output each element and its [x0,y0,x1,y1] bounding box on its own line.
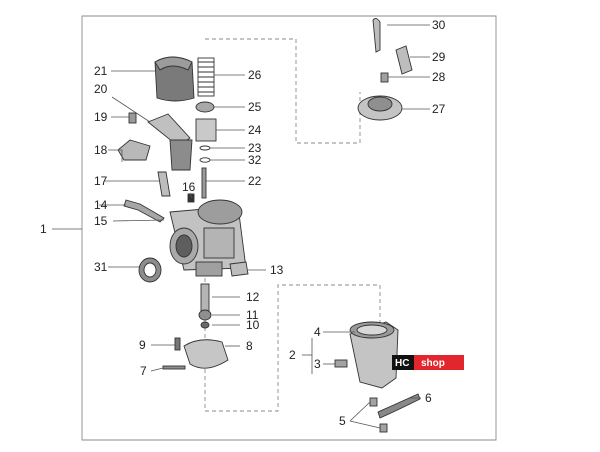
callout-31: 31 [94,260,108,274]
bowl-group-dashed-box [204,250,381,412]
carburetor-body-part [169,199,247,277]
float-pin-part [162,365,186,370]
throttle-spring-part [197,57,215,97]
hc-shop-watermark: HC shop [392,355,464,370]
spring-retainer-part [195,101,215,113]
throttle-link-dashed-box [205,38,361,144]
callout-25: 25 [248,100,262,114]
drain-hose-part [377,393,421,419]
callout-13: 13 [270,263,284,277]
callout-6: 6 [425,391,432,405]
choke-plunger-part [147,113,191,147]
callout-4: 4 [314,325,321,339]
callout-22: 22 [248,174,262,188]
callout-10: 10 [246,318,260,332]
main-jet-part [198,309,212,321]
drain-screw-part [334,359,348,368]
fuel-fitting-part [229,261,249,277]
callout-8: 8 [246,339,253,353]
callout-7: 7 [140,364,147,378]
callout-32: 32 [248,153,262,167]
jet-holder-part [200,283,210,313]
float-bowl-part [349,321,399,389]
jet-needle-part [201,167,207,199]
float-needle-part [174,337,181,351]
callout-16: 16 [182,180,196,194]
pilot-screw-part [157,171,171,197]
bowl-screw-part [369,397,378,407]
adjuster-screw-part [380,72,389,83]
cable-end-part [372,17,381,53]
leader-lines [52,24,430,429]
choke-boot-top [154,56,193,71]
callout-17: 17 [94,174,108,188]
assembly-1-frame [81,15,497,441]
callout-20: 20 [94,82,108,96]
callout-30: 30 [432,18,446,32]
throttle-slide-part [195,118,217,142]
callout-24: 24 [248,123,262,137]
watermark-hc-text: HC [395,358,409,369]
watermark-black-part [392,355,414,370]
bracket-screw-part [128,112,137,124]
choke-bracket-part [117,139,151,161]
bowl-screw-part [379,423,388,433]
cable-sleeve-part [395,45,413,75]
callout-9: 9 [139,338,146,352]
callout-2: 2 [289,348,296,362]
callout-14: 14 [94,198,108,212]
callout-18: 18 [94,143,108,157]
callout-29: 29 [432,50,446,64]
intake-rubber-hole [143,262,157,278]
callout-21: 21 [94,64,108,78]
callout-28: 28 [432,70,446,84]
callout-23: 23 [248,141,262,155]
callout-19: 19 [94,110,108,124]
callout-26: 26 [248,68,262,82]
callout-5: 5 [339,414,346,428]
choke-housing-part [169,139,193,171]
top-cap-inner [367,96,393,112]
o-ring-part [199,157,211,163]
jet-washer-part [200,321,210,329]
callout-15: 15 [94,214,108,228]
starter-jet-part [187,193,195,203]
watermark-red-part [414,355,464,370]
callout-1: 1 [40,222,47,236]
callout-3: 3 [314,357,321,371]
needle-clip-part [199,145,211,151]
callout-27: 27 [432,102,446,116]
callout-12: 12 [246,290,260,304]
float-part [183,339,229,369]
watermark-shop-text: shop [421,358,445,369]
idle-screw-part [123,199,165,223]
callout-11: 11 [246,308,259,322]
